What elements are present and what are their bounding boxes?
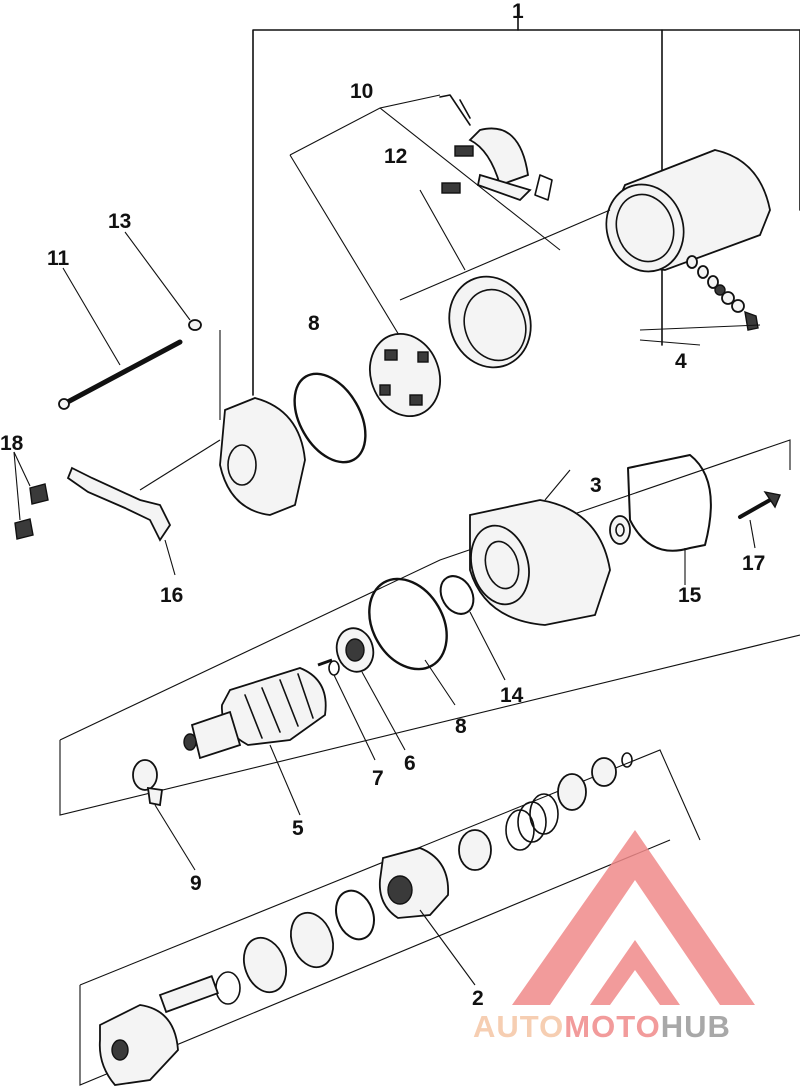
- callout-15: 15: [678, 584, 702, 607]
- callout-3: 3: [590, 474, 602, 497]
- callout-6: 6: [404, 752, 416, 775]
- callout-10: 10: [350, 80, 373, 103]
- washer-13: [124, 231, 202, 331]
- bolt-17: [738, 490, 781, 549]
- gasket-15: [627, 454, 712, 585]
- callout-12: 12: [384, 145, 407, 168]
- bushing-9: [132, 759, 196, 871]
- callout-labels: 1 10 12 13 11 8 4 18 3 17 16 15 14 8 6 7…: [0, 0, 765, 1010]
- watermark-logo-triangle: [512, 830, 755, 1005]
- o-ring-8-lower: [368, 577, 448, 671]
- bracket-16: [66, 439, 221, 576]
- drive-spring-stack: [215, 752, 633, 1005]
- watermark-text-hub: HUB: [661, 1009, 731, 1044]
- callout-9: 9: [190, 872, 202, 895]
- callout-7: 7: [372, 767, 384, 790]
- drive-housing: [469, 469, 611, 626]
- brush-holder-assembly: [439, 94, 553, 202]
- bolts-18: [13, 451, 49, 540]
- callout-8-top: 8: [308, 312, 320, 335]
- callout-18: 18: [0, 432, 24, 455]
- through-bolt-11: [58, 267, 183, 410]
- pinion-shaft: [98, 975, 219, 1086]
- commutator-plate-10: [369, 332, 441, 418]
- ring-7: [328, 660, 376, 761]
- watermark-text-auto: AUTO: [473, 1009, 564, 1044]
- watermark-text-moto: MOTO: [564, 1009, 660, 1044]
- end-cover: [219, 330, 306, 516]
- o-ring-14: [439, 575, 475, 615]
- callout-5: 5: [292, 817, 304, 840]
- assembly-bracket-drive: [79, 749, 701, 1086]
- callout-14: 14: [500, 684, 524, 707]
- callout-4: 4: [675, 350, 687, 373]
- armature-5: [183, 658, 333, 816]
- assembly-bracket-10: [289, 94, 561, 346]
- callout-17: 17: [742, 552, 765, 575]
- assembly-bracket-housing: [59, 439, 800, 816]
- washer-3: [609, 515, 631, 545]
- callout-13: 13: [108, 210, 131, 233]
- callout-2: 2: [472, 987, 484, 1010]
- terminal-nut-stack: [639, 255, 761, 346]
- automotohub-watermark: AUTOMOTOHUB: [473, 830, 755, 1044]
- callout-11: 11: [47, 247, 70, 270]
- overrunning-clutch-2: [378, 847, 476, 986]
- svg-text:AUTOMOTOHUB: AUTOMOTOHUB: [473, 1009, 731, 1044]
- callout-16: 16: [160, 584, 183, 607]
- callout-8-lower: 8: [455, 715, 467, 738]
- o-ring-8-top: [293, 372, 367, 464]
- yoke-housing: [399, 149, 771, 301]
- brush-plate-12: [419, 189, 532, 369]
- bearing-6: [335, 627, 406, 751]
- callout-1: 1: [512, 0, 524, 23]
